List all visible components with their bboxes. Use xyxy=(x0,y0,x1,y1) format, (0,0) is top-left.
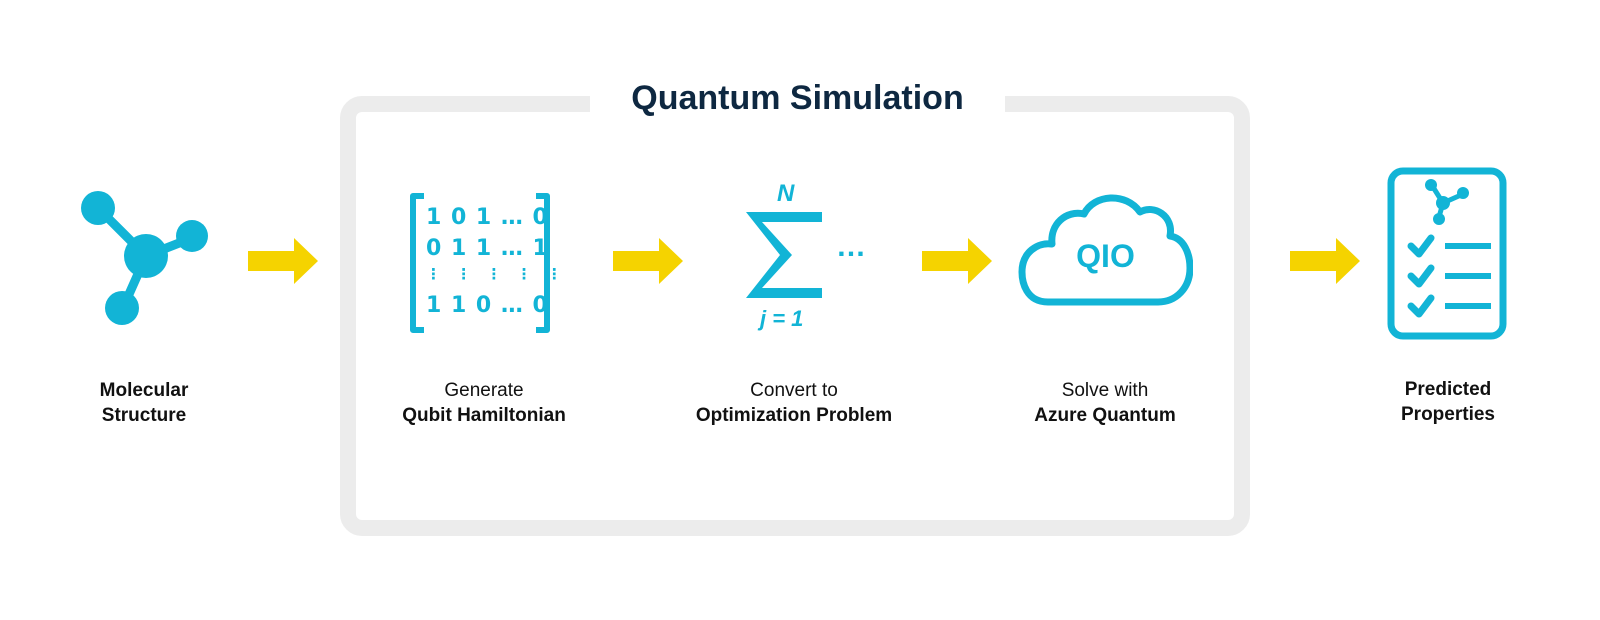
label-line: Molecular xyxy=(99,380,189,401)
arrow-right-icon xyxy=(613,238,683,284)
molecule-icon xyxy=(81,191,208,325)
matrix-icon: 1 0 1 … 0 0 1 1 … 1 ⋮ ⋮ ⋮ ⋮ ⋮ 1 1 0 … 0 xyxy=(410,193,562,333)
cloud-icon: QIO xyxy=(1018,190,1193,310)
summation-icon: N … j = 1 xyxy=(740,180,890,340)
arrow-right-icon xyxy=(922,238,992,284)
step-label-azure: Solve with Azure Quantum xyxy=(975,378,1235,428)
matrix-row: ⋮ ⋮ ⋮ ⋮ ⋮ xyxy=(426,265,567,283)
arrow-right-icon xyxy=(1290,238,1360,284)
matrix-row: 1 0 1 … 0 xyxy=(426,205,549,230)
sum-lower-limit: j = 1 xyxy=(760,306,804,331)
label-line: Azure Quantum xyxy=(1034,405,1176,426)
step-label-optimization: Convert to Optimization Problem xyxy=(664,378,924,428)
step-label-predicted: Predicted Properties xyxy=(1318,377,1578,427)
sum-trailing-dots: … xyxy=(836,230,867,263)
label-line: Structure xyxy=(101,405,187,426)
label-line: Properties xyxy=(1401,404,1495,425)
label-line: Optimization Problem xyxy=(695,405,893,426)
label-line: Convert to xyxy=(750,380,838,401)
arrow-right-icon xyxy=(248,238,318,284)
matrix-row: 1 1 0 … 0 xyxy=(426,293,549,318)
label-line: Solve with xyxy=(1061,380,1149,401)
quantum-simulation-frame xyxy=(340,96,1250,536)
frame-title: Quantum Simulation xyxy=(590,70,1005,126)
label-line: Predicted xyxy=(1404,379,1492,400)
label-line: Qubit Hamiltonian xyxy=(402,405,566,426)
matrix-row: 0 1 1 … 1 xyxy=(426,236,549,261)
step-label-molecular: Molecular Structure xyxy=(14,378,274,428)
label-line: Generate xyxy=(444,380,524,401)
checklist-icon xyxy=(1387,167,1507,340)
step-label-hamiltonian: Generate Qubit Hamiltonian xyxy=(354,378,614,428)
cloud-label: QIO xyxy=(1076,238,1135,274)
sum-upper-limit: N xyxy=(777,180,795,207)
